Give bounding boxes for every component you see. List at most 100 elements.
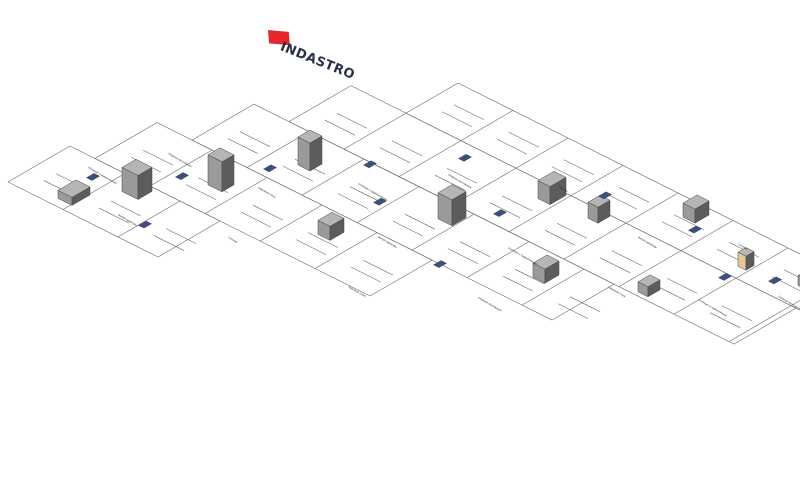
material-swatch bbox=[688, 225, 702, 234]
cell-divider bbox=[515, 137, 569, 169]
step-model bbox=[537, 171, 567, 206]
cell-divider bbox=[521, 268, 585, 306]
cell-divider bbox=[466, 241, 530, 278]
logo-red-shape bbox=[268, 30, 290, 46]
cell-divider bbox=[314, 232, 378, 269]
row-line bbox=[391, 140, 423, 156]
row-line bbox=[501, 195, 533, 211]
model-layer bbox=[57, 129, 800, 298]
material-swatch bbox=[433, 260, 447, 268]
row-line bbox=[350, 266, 382, 283]
cell-divider bbox=[728, 305, 792, 342]
row-line bbox=[502, 275, 534, 292]
band-edge bbox=[288, 85, 352, 122]
row-line bbox=[551, 166, 583, 182]
row-line bbox=[362, 259, 394, 276]
row-line bbox=[569, 296, 601, 312]
material-swatch bbox=[363, 160, 377, 169]
sheet-label: Опорные конструкции bbox=[168, 151, 193, 168]
band-edge bbox=[191, 103, 255, 141]
band-edge bbox=[7, 181, 159, 258]
wall-l-model bbox=[437, 184, 467, 227]
cell-divider bbox=[398, 140, 462, 177]
row-line bbox=[240, 211, 272, 228]
band-edge bbox=[405, 82, 459, 114]
row-line bbox=[508, 131, 540, 148]
row-line bbox=[783, 269, 800, 279]
row-line bbox=[489, 202, 521, 218]
cell-divider bbox=[508, 195, 572, 232]
row-line bbox=[110, 200, 142, 217]
sheet-label: Сечение bbox=[558, 184, 569, 193]
row-line bbox=[606, 193, 638, 210]
sheet-label: Опорные конструкции bbox=[778, 294, 800, 311]
row-line bbox=[446, 167, 478, 184]
row-line bbox=[434, 174, 466, 191]
band-edge bbox=[157, 220, 221, 258]
row-line bbox=[563, 159, 595, 176]
row-line bbox=[392, 220, 424, 237]
band-edge bbox=[551, 283, 615, 321]
band-edge bbox=[191, 139, 553, 321]
band-edge bbox=[288, 121, 735, 345]
row-line bbox=[227, 138, 259, 154]
row-line bbox=[98, 207, 130, 224]
beam-model bbox=[317, 211, 345, 241]
row-line bbox=[453, 104, 485, 121]
sheet-label: Сечение bbox=[738, 242, 749, 251]
row-line bbox=[142, 149, 174, 166]
row-line bbox=[379, 147, 411, 163]
row-line bbox=[721, 305, 753, 321]
cell-divider bbox=[204, 177, 268, 214]
material-swatch bbox=[86, 173, 100, 181]
cell-divider bbox=[570, 165, 624, 196]
plate-model bbox=[737, 247, 755, 271]
joint-model bbox=[587, 194, 611, 224]
row-line bbox=[337, 193, 369, 209]
cell-divider bbox=[625, 192, 679, 224]
slab-model bbox=[57, 179, 91, 206]
row-line bbox=[544, 229, 576, 246]
material-swatch bbox=[598, 191, 612, 200]
sheet-label: Опорные конструкции bbox=[478, 296, 503, 313]
cell-divider bbox=[618, 250, 682, 287]
band-edge bbox=[369, 259, 433, 297]
material-swatch bbox=[138, 220, 152, 229]
row-line bbox=[666, 277, 698, 294]
angle-model bbox=[532, 254, 560, 284]
row-line bbox=[496, 138, 528, 155]
row-line bbox=[459, 241, 491, 257]
material-swatch bbox=[718, 273, 732, 281]
row-line bbox=[165, 228, 197, 244]
material-swatch bbox=[373, 197, 387, 206]
sheet-label: Изоляция и гидроизоляция bbox=[508, 246, 539, 266]
row-line bbox=[661, 221, 693, 237]
row-line bbox=[295, 239, 327, 255]
logo-text: INDASTRO bbox=[278, 40, 357, 84]
row-line bbox=[307, 232, 339, 248]
connector-model bbox=[682, 194, 710, 224]
row-line bbox=[557, 303, 589, 319]
material-swatch bbox=[768, 276, 782, 285]
cell-divider bbox=[680, 220, 734, 251]
shelf-model bbox=[207, 147, 235, 193]
material-swatch bbox=[458, 153, 472, 162]
row-line bbox=[611, 250, 643, 266]
row-line bbox=[618, 186, 650, 203]
cell-divider bbox=[356, 186, 420, 223]
sheet-label: Изоляция и гидроизоляция bbox=[358, 182, 389, 202]
cell-divider bbox=[259, 204, 323, 242]
pile-cap-model bbox=[637, 274, 661, 298]
row-line bbox=[447, 248, 479, 264]
bracket-stack-model bbox=[297, 129, 323, 172]
sheet-label: Наружная стена bbox=[258, 186, 277, 200]
sheet-grid bbox=[7, 82, 800, 345]
band-edge bbox=[457, 82, 800, 255]
band-edge bbox=[7, 145, 71, 183]
row-line bbox=[349, 186, 381, 202]
cell-divider bbox=[343, 112, 407, 150]
row-line bbox=[153, 235, 185, 251]
row-line bbox=[404, 213, 436, 230]
